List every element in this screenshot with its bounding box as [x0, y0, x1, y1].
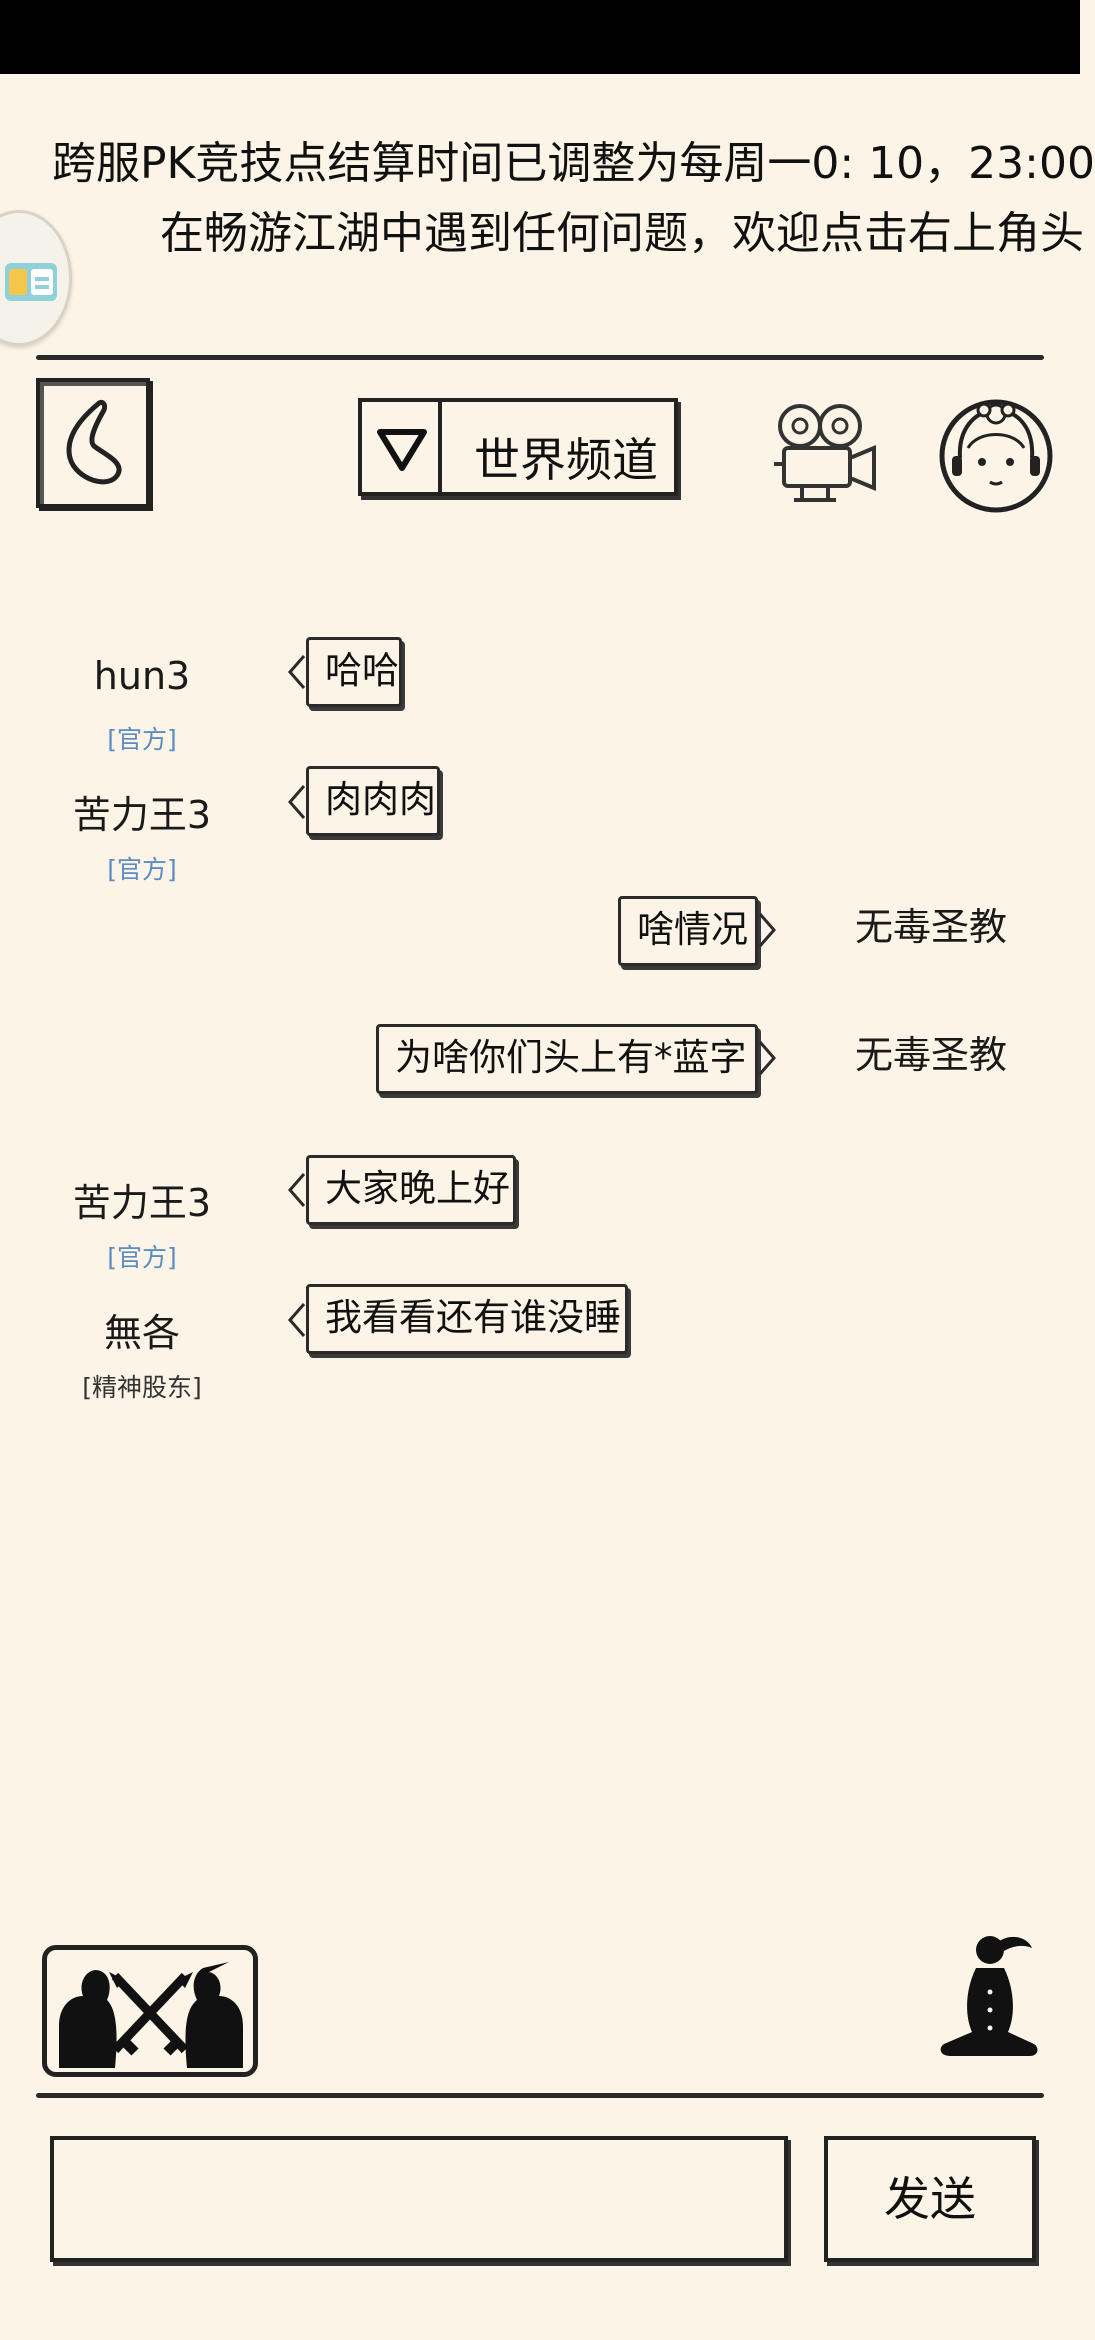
bubble-tail-icon — [288, 785, 306, 819]
message-bubble[interactable]: 啥情况 — [618, 896, 758, 966]
triangle-down-icon — [377, 429, 427, 471]
announcement-line-1: 跨服PK竞技点结算时间已调整为每周一0: 10，23:00 — [52, 138, 1095, 189]
sender-name[interactable]: 苦力王3 — [72, 793, 212, 837]
pk-duel-icon — [59, 1962, 243, 2068]
channel-dropdown-toggle[interactable] — [362, 402, 442, 492]
assistant-avatar-icon[interactable] — [938, 386, 1054, 522]
message-bubble[interactable]: 大家晚上好 — [306, 1155, 516, 1225]
channel-name: 世界频道 — [474, 433, 658, 487]
app-logo-icon — [5, 263, 57, 301]
channel-selector[interactable]: 世界频道 — [358, 398, 678, 496]
sender-tag: [官方] — [107, 1243, 177, 1272]
composer-divider — [36, 2093, 1044, 2098]
sender-name[interactable]: 苦力王3 — [72, 1181, 212, 1225]
announcement-marquee: 跨服PK竞技点结算时间已调整为每周一0: 10，23:00 在畅游江湖中遇到任何… — [0, 74, 1095, 364]
back-button[interactable] — [36, 378, 150, 508]
meditate-icon[interactable] — [936, 1928, 1040, 2068]
bubble-tail-icon — [288, 1303, 306, 1337]
back-arrow-icon — [66, 399, 122, 485]
sender-tag: [精神股东] — [82, 1373, 202, 1402]
status-bar — [0, 0, 1080, 74]
announcement-line-2: 在畅游江湖中遇到任何问题，欢迎点击右上角头 — [160, 208, 1084, 259]
header-divider — [36, 355, 1044, 360]
bubble-tail-icon — [288, 655, 306, 689]
sender-tag: [官方] — [107, 855, 177, 884]
message-bubble[interactable]: 肉肉肉 — [306, 766, 440, 836]
video-camera-icon[interactable] — [768, 398, 880, 510]
pk-duel-button[interactable] — [42, 1945, 258, 2077]
chat-input[interactable] — [50, 2136, 788, 2262]
sender-tag: [官方] — [107, 725, 177, 754]
bubble-tail-icon — [758, 1041, 776, 1075]
bubble-tail-icon — [758, 913, 776, 947]
sender-name[interactable]: 无毒圣教 — [854, 905, 1007, 949]
send-button[interactable]: 发送 — [824, 2136, 1036, 2262]
sender-name[interactable]: hun3 — [93, 654, 191, 698]
bubble-tail-icon — [288, 1173, 306, 1207]
message-bubble[interactable]: 哈哈 — [306, 637, 402, 707]
message-bubble[interactable]: 为啥你们头上有*蓝字 — [376, 1024, 758, 1094]
message-bubble[interactable]: 我看看还有谁没睡 — [306, 1284, 628, 1354]
sender-name[interactable]: 無各 — [103, 1311, 180, 1355]
sender-name[interactable]: 无毒圣教 — [854, 1033, 1007, 1077]
